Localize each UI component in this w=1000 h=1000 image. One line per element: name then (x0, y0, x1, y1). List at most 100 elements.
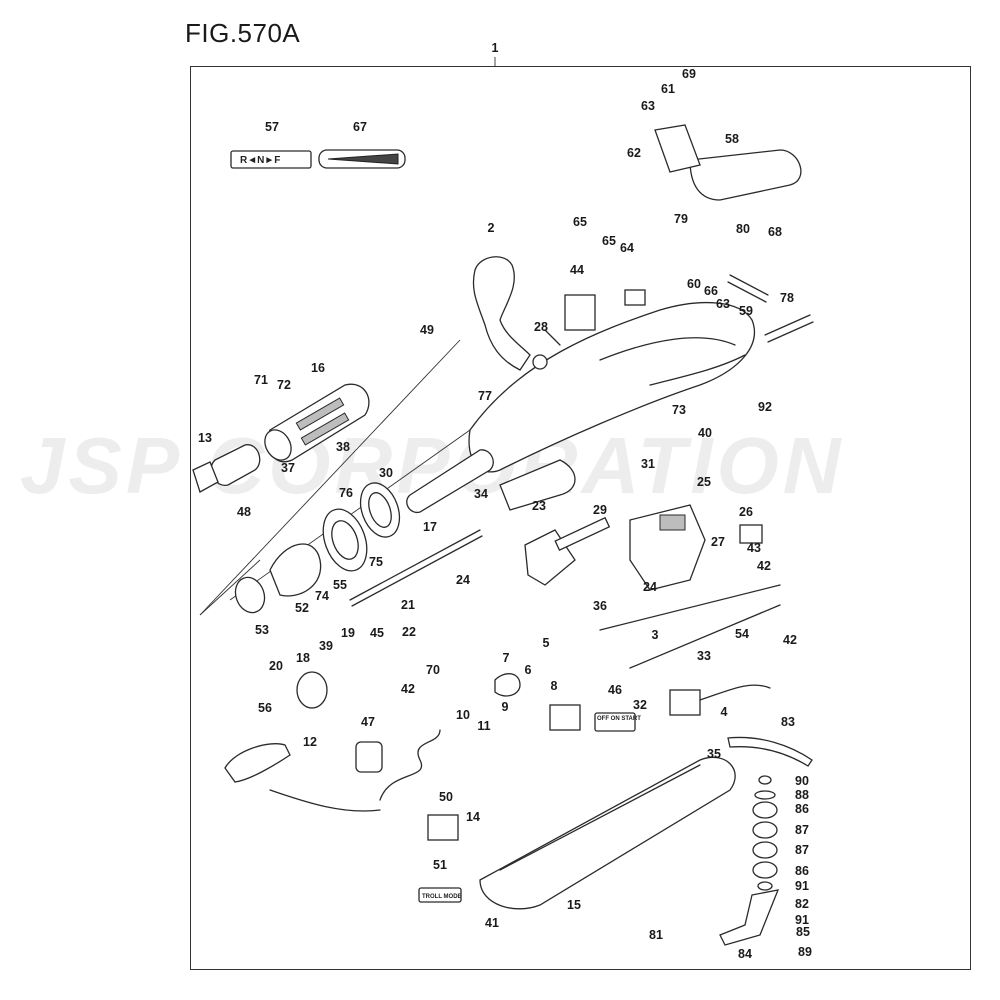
callout-59[interactable]: 59 (739, 304, 753, 318)
callout-77[interactable]: 77 (478, 389, 492, 403)
callout-54[interactable]: 54 (735, 627, 749, 641)
callout-6[interactable]: 6 (524, 663, 532, 677)
callout-21[interactable]: 21 (401, 598, 415, 612)
callout-33[interactable]: 33 (697, 649, 711, 663)
callout-24a[interactable]: 24 (456, 573, 470, 587)
callout-74[interactable]: 74 (315, 589, 329, 603)
callout-19[interactable]: 19 (341, 626, 355, 640)
callout-1[interactable]: 1 (491, 41, 499, 55)
callout-8[interactable]: 8 (550, 679, 558, 693)
callout-87a[interactable]: 87 (795, 823, 809, 837)
callout-91a[interactable]: 91 (795, 879, 809, 893)
callout-23[interactable]: 23 (532, 499, 546, 513)
callout-30[interactable]: 30 (379, 466, 393, 480)
callout-67[interactable]: 67 (353, 120, 367, 134)
callout-18[interactable]: 18 (296, 651, 310, 665)
callout-25[interactable]: 25 (697, 475, 711, 489)
callout-88[interactable]: 88 (795, 788, 809, 802)
callout-42b[interactable]: 42 (783, 633, 797, 647)
callout-50[interactable]: 50 (439, 790, 453, 804)
callout-60[interactable]: 60 (687, 277, 701, 291)
callout-64[interactable]: 64 (620, 241, 634, 255)
callout-57[interactable]: 57 (265, 120, 279, 134)
callout-31[interactable]: 31 (641, 457, 655, 471)
callout-44[interactable]: 44 (570, 263, 584, 277)
callout-4[interactable]: 4 (720, 705, 728, 719)
callout-9[interactable]: 9 (501, 700, 509, 714)
callout-70[interactable]: 70 (426, 663, 440, 677)
callout-48[interactable]: 48 (237, 505, 251, 519)
callout-17[interactable]: 17 (423, 520, 437, 534)
callout-68[interactable]: 68 (768, 225, 782, 239)
callout-27[interactable]: 27 (711, 535, 725, 549)
callout-34[interactable]: 34 (474, 487, 488, 501)
callout-63a[interactable]: 63 (641, 99, 655, 113)
callout-83[interactable]: 83 (781, 715, 795, 729)
callout-12[interactable]: 12 (303, 735, 317, 749)
callout-51[interactable]: 51 (433, 858, 447, 872)
callout-84[interactable]: 84 (738, 947, 752, 961)
callout-65a[interactable]: 65 (573, 215, 587, 229)
callout-92[interactable]: 92 (758, 400, 772, 414)
callout-24b[interactable]: 24 (643, 580, 657, 594)
callout-80[interactable]: 80 (736, 222, 750, 236)
callout-35[interactable]: 35 (707, 747, 721, 761)
callout-61[interactable]: 61 (661, 82, 675, 96)
callout-11[interactable]: 11 (477, 719, 491, 733)
callout-69[interactable]: 69 (682, 67, 696, 81)
callout-78[interactable]: 78 (780, 291, 794, 305)
callout-71[interactable]: 71 (254, 373, 268, 387)
callout-36[interactable]: 36 (593, 599, 607, 613)
callout-26[interactable]: 26 (739, 505, 753, 519)
callout-56[interactable]: 56 (258, 701, 272, 715)
callout-65b[interactable]: 65 (602, 234, 616, 248)
callout-53[interactable]: 53 (255, 623, 269, 637)
callout-87b[interactable]: 87 (795, 843, 809, 857)
callout-10[interactable]: 10 (456, 708, 470, 722)
callout-75[interactable]: 75 (369, 555, 383, 569)
callout-13[interactable]: 13 (198, 431, 212, 445)
callout-79[interactable]: 79 (674, 212, 688, 226)
callout-43[interactable]: 43 (747, 541, 761, 555)
callout-39[interactable]: 39 (319, 639, 333, 653)
callout-82[interactable]: 82 (795, 897, 809, 911)
callout-52[interactable]: 52 (295, 601, 309, 615)
callout-16[interactable]: 16 (311, 361, 325, 375)
callout-85[interactable]: 85 (796, 925, 810, 939)
callout-29[interactable]: 29 (593, 503, 607, 517)
callout-89[interactable]: 89 (798, 945, 812, 959)
callout-81[interactable]: 81 (649, 928, 663, 942)
callout-7[interactable]: 7 (502, 651, 510, 665)
callout-73[interactable]: 73 (672, 403, 686, 417)
callout-66[interactable]: 66 (704, 284, 718, 298)
callout-90[interactable]: 90 (795, 774, 809, 788)
callout-86b[interactable]: 86 (795, 864, 809, 878)
callout-62[interactable]: 62 (627, 146, 641, 160)
callout-5[interactable]: 5 (542, 636, 550, 650)
callout-86a[interactable]: 86 (795, 802, 809, 816)
callout-40[interactable]: 40 (698, 426, 712, 440)
callout-22[interactable]: 22 (402, 625, 416, 639)
callout-42c[interactable]: 42 (401, 682, 415, 696)
callout-41[interactable]: 41 (485, 916, 499, 930)
callout-58[interactable]: 58 (725, 132, 739, 146)
callout-20[interactable]: 20 (269, 659, 283, 673)
callout-46[interactable]: 46 (608, 683, 622, 697)
callout-15[interactable]: 15 (567, 898, 581, 912)
callout-49[interactable]: 49 (420, 323, 434, 337)
callout-91b[interactable]: 91 (795, 913, 809, 927)
callout-28[interactable]: 28 (534, 320, 548, 334)
callout-32[interactable]: 32 (633, 698, 647, 712)
callout-55[interactable]: 55 (333, 578, 347, 592)
callout-63b[interactable]: 63 (716, 297, 730, 311)
callout-76[interactable]: 76 (339, 486, 353, 500)
callout-3[interactable]: 3 (651, 628, 659, 642)
callout-42a[interactable]: 42 (757, 559, 771, 573)
callout-38[interactable]: 38 (336, 440, 350, 454)
callout-45[interactable]: 45 (370, 626, 384, 640)
callout-14[interactable]: 14 (466, 810, 480, 824)
callout-47[interactable]: 47 (361, 715, 375, 729)
callout-2[interactable]: 2 (487, 221, 495, 235)
callout-72[interactable]: 72 (277, 378, 291, 392)
callout-37[interactable]: 37 (281, 461, 295, 475)
